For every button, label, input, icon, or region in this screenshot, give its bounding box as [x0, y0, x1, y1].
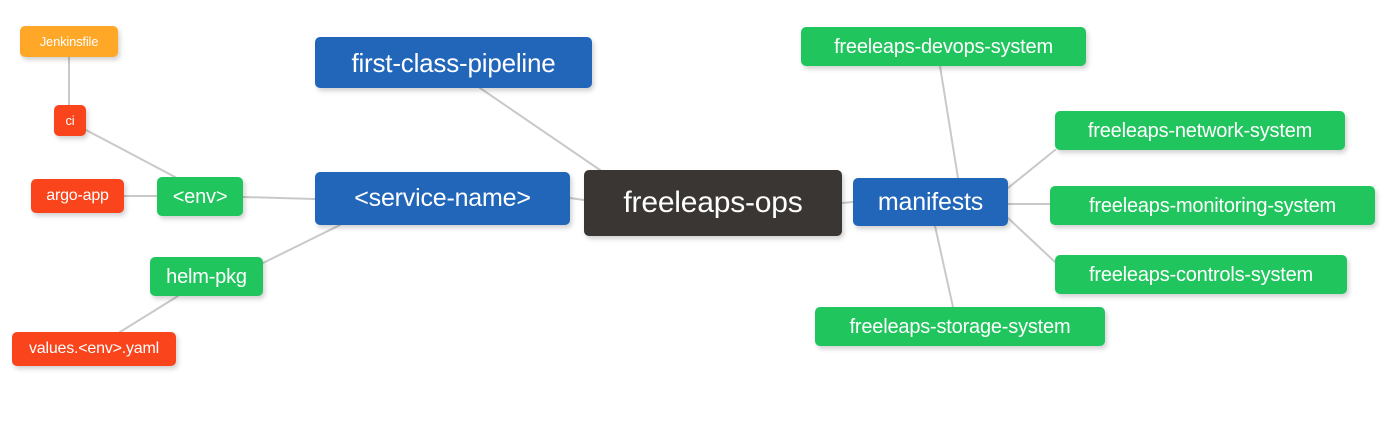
- node-label-freeleaps-storage-system: freeleaps-storage-system: [849, 315, 1071, 338]
- mindmap-node-manifests[interactable]: manifests: [853, 178, 1008, 226]
- node-label-first-class-pipeline: first-class-pipeline: [351, 47, 556, 78]
- mindmap-node-freeleaps-devops-system[interactable]: freeleaps-devops-system: [801, 27, 1086, 66]
- mindmap-node-freeleaps-ops[interactable]: freeleaps-ops: [584, 170, 842, 236]
- edge-freeleaps-network-system-to-manifests: [1007, 149, 1056, 189]
- edge-values-env-yaml-to-helm-pkg: [119, 295, 179, 333]
- node-label-freeleaps-devops-system: freeleaps-devops-system: [834, 35, 1053, 58]
- node-label-manifests: manifests: [877, 187, 984, 216]
- node-label-freeleaps-network-system: freeleaps-network-system: [1087, 119, 1313, 142]
- node-label-service-name: <service-name>: [354, 184, 531, 212]
- mindmap-node-freeleaps-network-system[interactable]: freeleaps-network-system: [1055, 111, 1345, 150]
- edge-helm-pkg-to-service-name: [262, 224, 341, 264]
- edge-freeleaps-devops-system-to-manifests: [939, 65, 959, 179]
- mindmap-node-helm-pkg[interactable]: helm-pkg: [150, 257, 263, 296]
- edge-freeleaps-ops-to-manifests: [841, 201, 854, 204]
- mindmap-node-freeleaps-controls-system[interactable]: freeleaps-controls-system: [1055, 255, 1347, 294]
- edge-freeleaps-storage-system-to-manifests: [934, 225, 954, 308]
- node-label-argo-app: argo-app: [46, 187, 109, 204]
- mindmap-node-ci[interactable]: ci: [54, 105, 86, 136]
- mindmap-node-freeleaps-monitoring-system[interactable]: freeleaps-monitoring-system: [1050, 186, 1375, 225]
- edge-ci-to-env: [85, 129, 176, 178]
- node-label-helm-pkg: helm-pkg: [166, 265, 247, 288]
- mindmap-node-freeleaps-storage-system[interactable]: freeleaps-storage-system: [815, 307, 1105, 346]
- edge-freeleaps-controls-system-to-manifests: [1007, 217, 1056, 263]
- node-label-jenkinsfile: Jenkinsfile: [39, 34, 99, 49]
- node-label-freeleaps-monitoring-system: freeleaps-monitoring-system: [1089, 194, 1336, 217]
- node-label-freeleaps-ops: freeleaps-ops: [623, 186, 803, 219]
- edge-first-class-pipeline-to-freeleaps-ops: [479, 87, 601, 171]
- node-label-env: <env>: [172, 185, 228, 208]
- node-label-values-env-yaml: values.<env>.yaml: [28, 340, 159, 357]
- mindmap-node-jenkinsfile[interactable]: Jenkinsfile: [20, 26, 118, 57]
- node-label-ci: ci: [65, 113, 75, 128]
- mindmap-node-env[interactable]: <env>: [157, 177, 243, 216]
- edge-env-to-service-name: [242, 196, 316, 200]
- mindmap-node-service-name[interactable]: <service-name>: [315, 172, 570, 225]
- mindmap-node-values-env-yaml[interactable]: values.<env>.yaml: [12, 332, 176, 366]
- mindmap-node-first-class-pipeline[interactable]: first-class-pipeline: [315, 37, 592, 88]
- mindmap-node-argo-app[interactable]: argo-app: [31, 179, 124, 213]
- node-label-freeleaps-controls-system: freeleaps-controls-system: [1089, 263, 1313, 286]
- edge-service-name-to-freeleaps-ops: [569, 197, 585, 201]
